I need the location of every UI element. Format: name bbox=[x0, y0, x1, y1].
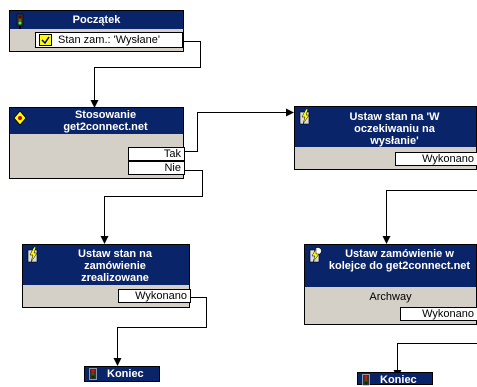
traffic-light-red-icon bbox=[362, 374, 370, 386]
lightning-task-icon bbox=[308, 247, 322, 263]
node-end-right-title: Koniec bbox=[380, 374, 417, 386]
condition-icon bbox=[39, 34, 52, 46]
lightning-task-icon bbox=[298, 109, 312, 125]
node-end-left[interactable]: Koniec bbox=[84, 366, 160, 382]
node-end-left-title: Koniec bbox=[107, 368, 144, 380]
node-end-right[interactable]: Koniec bbox=[357, 372, 433, 385]
arrowhead-end-left bbox=[114, 358, 122, 366]
arrowhead-fulfilled bbox=[101, 236, 109, 244]
branch-no[interactable]: Nie bbox=[128, 161, 185, 175]
decision-diamond-icon bbox=[13, 110, 27, 126]
node-apply-header: Stosowanie get2connect.net bbox=[10, 108, 183, 134]
node-set-fulfilled-title: Ustaw stan na zamówienie zrealizowane bbox=[55, 248, 175, 284]
node-set-waiting[interactable]: Ustaw stan na 'W oczekiwaniu na wysłanie… bbox=[294, 106, 477, 170]
connector-no-to-fulfilled bbox=[105, 171, 203, 239]
node-queue-header: Ustaw zamówienie w kolejce do get2connec… bbox=[305, 245, 476, 287]
node-start-condition[interactable]: Stan zam.: 'Wysłane' bbox=[35, 32, 183, 48]
node-apply[interactable]: Stosowanie get2connect.net Tak Nie bbox=[9, 107, 184, 179]
node-queue[interactable]: Ustaw zamówienie w kolejce do get2connec… bbox=[304, 244, 477, 325]
node-set-waiting-header: Ustaw stan na 'W oczekiwaniu na wysłanie… bbox=[295, 107, 476, 147]
node-queue-body: Archway Wykonano bbox=[305, 287, 476, 324]
node-start[interactable]: Początek Stan zam.: 'Wysłane' bbox=[9, 10, 184, 52]
node-start-header: Początek bbox=[10, 11, 183, 29]
node-set-fulfilled-body: Wykonano bbox=[23, 285, 189, 307]
result-set-fulfilled[interactable]: Wykonano bbox=[118, 289, 191, 303]
node-apply-body: Tak Nie bbox=[10, 134, 183, 178]
lightning-task-icon bbox=[26, 247, 40, 263]
node-set-waiting-title: Ustaw stan na 'W oczekiwaniu na wysłanie… bbox=[330, 111, 460, 147]
connector-yes-to-waiting bbox=[184, 113, 289, 152]
node-start-condition-label: Stan zam.: 'Wysłane' bbox=[58, 34, 160, 46]
traffic-light-green-icon bbox=[13, 13, 27, 29]
result-set-waiting[interactable]: Wykonano bbox=[395, 152, 477, 166]
node-set-fulfilled[interactable]: Ustaw stan na zamówienie zrealizowane Wy… bbox=[22, 244, 190, 308]
arrowhead-waiting bbox=[286, 109, 294, 117]
node-set-waiting-body: Wykonano bbox=[295, 147, 476, 169]
node-set-fulfilled-header: Ustaw stan na zamówienie zrealizowane bbox=[23, 245, 189, 285]
traffic-light-red-icon bbox=[89, 368, 97, 380]
branch-yes[interactable]: Tak bbox=[128, 147, 185, 161]
connector-waiting-to-queue bbox=[387, 160, 477, 239]
node-queue-title: Ustaw zamówienie w kolejce do get2connec… bbox=[327, 248, 472, 272]
result-queue[interactable]: Wykonano bbox=[400, 307, 477, 321]
arrowhead-queue bbox=[383, 236, 391, 244]
node-queue-subtitle: Archway bbox=[305, 291, 476, 303]
node-start-body: Stan zam.: 'Wysłane' bbox=[10, 29, 183, 51]
node-start-title: Początek bbox=[10, 14, 183, 26]
node-apply-title: Stosowanie get2connect.net bbox=[46, 109, 166, 133]
